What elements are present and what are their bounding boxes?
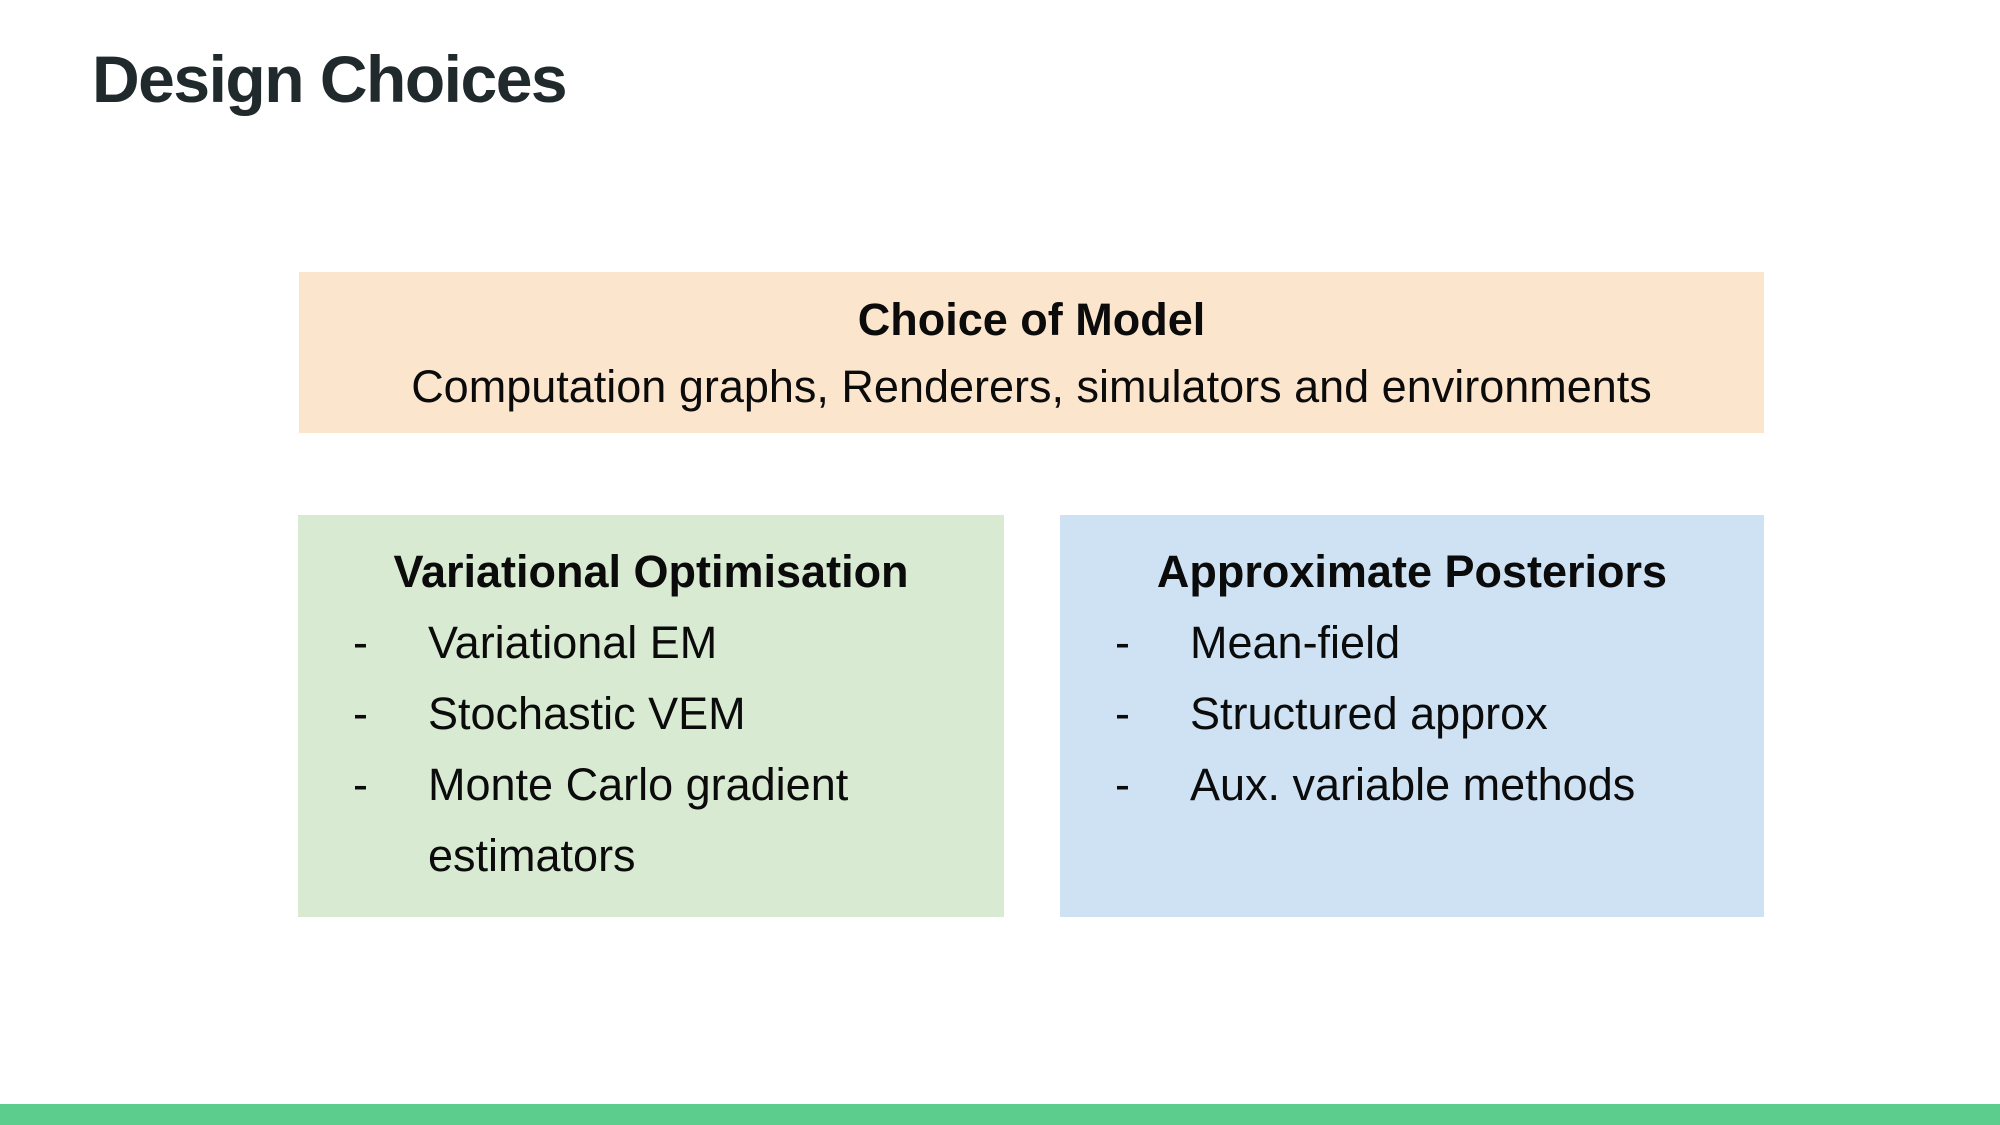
dash-bullet: -	[1115, 617, 1130, 668]
approximate-posteriors-title: Approximate Posteriors	[1156, 546, 1668, 597]
list-item-label: Stochastic VEM	[428, 688, 746, 739]
list-item-label: Aux. variable methods	[1190, 759, 1636, 810]
choice-of-model-subtitle: Computation graphs, Renderers, simulator…	[411, 360, 1652, 412]
dash-bullet: -	[353, 759, 368, 810]
list-item: - Structured approx	[1060, 678, 1764, 749]
choice-of-model-title: Choice of Model	[857, 293, 1206, 345]
slide-title: Design Choices	[92, 42, 568, 116]
list-item-label: Monte Carlo gradient estimators	[428, 759, 849, 881]
list-item-label: Mean-field	[1190, 617, 1401, 668]
variational-optimisation-box: Variational Optimisation - Variational E…	[298, 515, 1004, 917]
dash-bullet: -	[1115, 688, 1130, 739]
choice-of-model-box: Choice of Model Computation graphs, Rend…	[299, 272, 1764, 433]
list-item: - Aux. variable methods	[1060, 749, 1764, 820]
list-item-label: Variational EM	[428, 617, 718, 668]
variational-optimisation-title: Variational Optimisation	[393, 546, 909, 597]
dash-bullet: -	[1115, 759, 1130, 810]
list-item: - Stochastic VEM	[298, 678, 1004, 749]
approximate-posteriors-box: Approximate Posteriors - Mean-field - St…	[1060, 515, 1764, 917]
footer-accent-bar	[0, 1104, 2000, 1125]
dash-bullet: -	[353, 617, 368, 668]
list-item: - Mean-field	[1060, 607, 1764, 678]
list-item: - Monte Carlo gradient estimators	[298, 749, 1004, 891]
dash-bullet: -	[353, 688, 368, 739]
list-item: - Variational EM	[298, 607, 1004, 678]
list-item-label: Structured approx	[1190, 688, 1548, 739]
